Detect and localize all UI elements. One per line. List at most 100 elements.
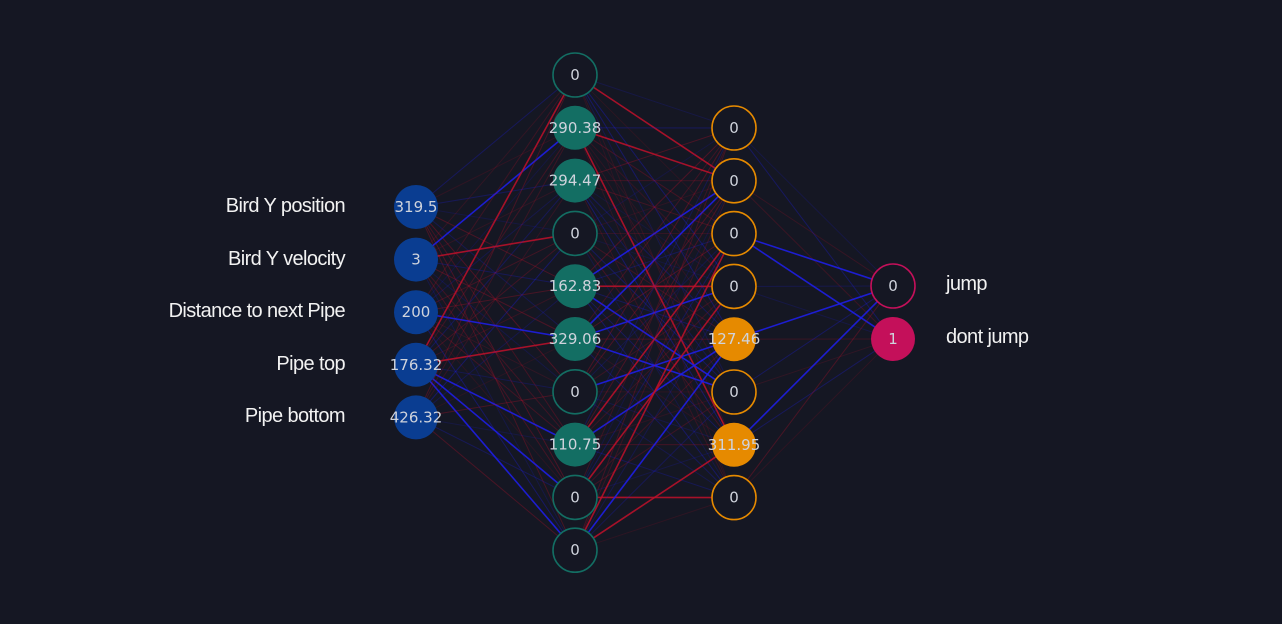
hidden1-node: 290.38 (549, 105, 601, 150)
hidden2-node-value: 311.95 (708, 436, 761, 454)
connection-line (415, 206, 576, 551)
hidden1-node: 0 (552, 210, 598, 257)
hidden1-node-circle (552, 210, 598, 257)
output-node-circle (870, 263, 916, 309)
hidden2-node-value: 0 (729, 489, 739, 507)
connection-line (574, 391, 735, 446)
hidden1-node-circle (552, 527, 598, 574)
hidden1-node-circle (552, 52, 598, 98)
output-node-circle (871, 317, 915, 361)
connection-line (415, 180, 576, 418)
connection-line (415, 285, 576, 313)
connection-line (574, 180, 735, 551)
connection-line (415, 180, 576, 313)
connection-line (415, 364, 576, 551)
output-node-value: 0 (888, 277, 898, 295)
input-node-circle (394, 342, 438, 387)
connection-line (574, 338, 735, 393)
connection-line (574, 286, 735, 551)
hidden1-node-value: 329.06 (549, 330, 602, 348)
connection-line (415, 74, 576, 260)
connection-line (415, 311, 576, 445)
connection-line (415, 127, 576, 261)
input-node-circle (394, 237, 438, 282)
input-node-circle (394, 290, 438, 335)
input-label: Bird Y velocity (228, 247, 346, 270)
connection-line (574, 444, 735, 499)
input-node: 200 (394, 290, 438, 335)
connection-line (574, 127, 735, 234)
connection-line (415, 391, 576, 418)
connection-line (733, 127, 894, 340)
connection-line (415, 259, 576, 287)
hidden1-node-value: 110.75 (549, 436, 602, 454)
connection-line (574, 444, 735, 498)
hidden1-node: 294.47 (549, 158, 602, 203)
hidden1-node-value: 162.83 (549, 277, 602, 295)
connection-line (574, 127, 735, 445)
hidden2-node: 0 (711, 369, 757, 415)
connection-line (733, 285, 894, 393)
hidden2-node-circle (711, 158, 757, 204)
connection-line (415, 259, 576, 498)
connection-line (415, 285, 576, 366)
connection-line (415, 232, 576, 261)
connection-line (415, 364, 576, 393)
connection-line (574, 127, 735, 287)
connection-line (415, 127, 576, 418)
output-node: 1 (871, 317, 915, 361)
output-node-value: 1 (888, 330, 898, 348)
input-node-value: 176.32 (390, 356, 443, 374)
hidden1-node-circle (553, 264, 597, 309)
connection-line (574, 127, 735, 287)
output-node: 0 (870, 263, 916, 309)
connection-line (574, 180, 735, 234)
hidden1-node: 329.06 (549, 317, 602, 361)
output-label: dont jump (946, 326, 1029, 348)
connection-line (733, 338, 894, 446)
hidden2-node-value: 0 (729, 225, 739, 243)
hidden2-node-circle (711, 210, 757, 257)
connection-line (574, 180, 735, 498)
connection-line (574, 391, 735, 551)
connection-line (574, 497, 735, 551)
hidden1-node-value: 0 (570, 383, 580, 401)
input-node-value: 200 (402, 303, 431, 321)
connection-line (574, 180, 735, 235)
connection-line (574, 233, 735, 551)
connection-line (415, 206, 576, 340)
connection-line (733, 285, 894, 340)
hidden1-node-circle (553, 105, 597, 150)
hidden2-node-value: 0 (729, 383, 739, 401)
input-node: 426.32 (390, 395, 443, 440)
connection-line (415, 180, 576, 366)
connection-line (574, 74, 735, 287)
hidden2-node: 0 (711, 158, 757, 204)
connection-line (733, 180, 894, 287)
hidden2-node-circle (711, 263, 757, 310)
hidden1-node-value: 0 (570, 541, 580, 559)
connection-line (415, 364, 576, 446)
hidden2-node-value: 0 (729, 172, 739, 190)
hidden1-node: 0 (552, 368, 598, 415)
hidden1-node: 0 (552, 527, 598, 574)
connection-line (574, 233, 735, 340)
connection-line (415, 232, 576, 313)
hidden2-node: 311.95 (708, 422, 761, 467)
connection-line (574, 444, 735, 551)
hidden2-node-circle (711, 369, 757, 415)
hidden1-node-circle (553, 317, 597, 361)
input-node-value: 426.32 (390, 408, 443, 426)
connection-line (574, 233, 735, 446)
hidden2-node-circle (711, 474, 757, 521)
connection-line (574, 285, 735, 340)
input-node-value: 319.5 (395, 198, 438, 216)
hidden1-node-value: 294.47 (549, 172, 602, 190)
hidden1-node: 0 (552, 474, 598, 521)
connection-line (574, 127, 735, 235)
connection-line (733, 127, 894, 287)
hidden2-node: 0 (711, 210, 757, 257)
connection-line (733, 285, 894, 446)
connection-line (574, 127, 735, 393)
input-node: 176.32 (390, 342, 443, 387)
